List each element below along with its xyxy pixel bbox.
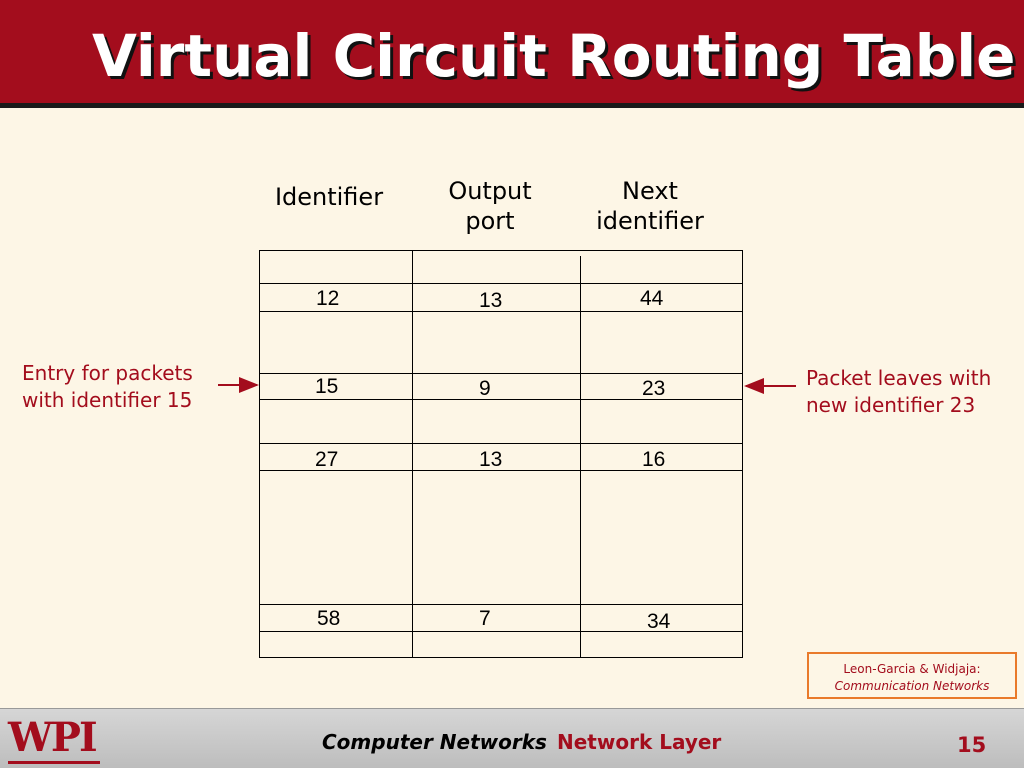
citation-book: Communication Networks [834,679,990,693]
footer-course: Computer Networks [322,730,547,754]
table-cell-next-identifier: 23 [642,377,666,400]
header-identifier-label: Identifier [274,183,384,211]
right-annotation-line2: new identifier 23 [806,393,976,417]
header-next-identifier-line1: Next [622,177,678,205]
header-output-port-line2: port [465,207,515,235]
citation-box: Leon-Garcia & Widjaja: Communication Net… [807,652,1017,699]
table-cell-identifier: 58 [317,607,341,630]
right-annotation: Packet leaves with new identifier 23 [806,365,991,419]
left-annotation-line2: with identifier 15 [22,388,193,412]
table-cell-output-port: 7 [479,607,491,630]
left-annotation: Entry for packets with identifier 15 [22,360,193,414]
left-annotation-line1: Entry for packets [22,361,193,385]
footer-bar [0,708,1024,768]
header-output-port-line1: Output [448,177,532,205]
right-annotation-line1: Packet leaves with [806,366,992,390]
slide-title: Virtual Circuit Routing Table [92,22,1016,90]
table-cell-identifier: 12 [316,287,340,310]
table-cell-identifier: 27 [315,448,339,471]
table-cell-next-identifier: 34 [647,610,671,633]
header-next-identifier: Next identifier [580,176,720,236]
table-cell-identifier: 15 [315,375,339,398]
page-number: 15 [957,733,987,757]
wpi-logo: WPI [8,714,98,761]
table-cell-output-port: 13 [479,448,503,471]
wpi-logo-underline [8,761,100,764]
table-cell-output-port: 13 [479,289,503,312]
table-cell-next-identifier: 44 [640,287,664,310]
title-bar [0,0,1024,108]
footer-topic: Network Layer [557,730,722,754]
table-cell-next-identifier: 16 [642,448,666,471]
header-output-port: Output port [430,176,550,236]
citation-authors: Leon-Garcia & Widjaja: [843,662,981,676]
header-identifier: Identifier [264,182,394,212]
header-next-identifier-line2: identifier [596,207,704,235]
table-cell-output-port: 9 [479,377,491,400]
